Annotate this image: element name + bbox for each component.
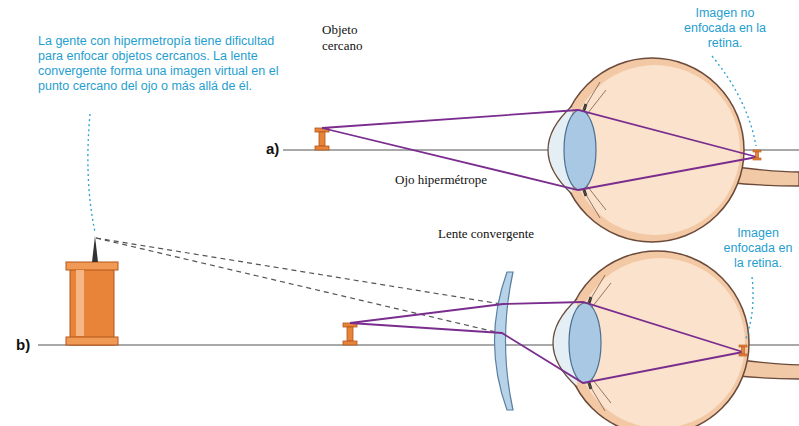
near-object xyxy=(315,128,329,150)
hyperopic-eye xyxy=(548,58,799,242)
unfocused-image xyxy=(753,150,761,160)
callout-note: Imagen no enfocada en la retina. xyxy=(684,6,766,51)
light-rays xyxy=(322,110,757,190)
near-object xyxy=(343,323,357,345)
leader-line xyxy=(745,277,753,341)
panel-letter: a) xyxy=(266,140,279,158)
callout-note: Imagen enfocada en la retina. xyxy=(722,226,794,271)
leader-line xyxy=(88,114,95,232)
corrected-eye xyxy=(553,251,799,426)
converging-lens xyxy=(495,272,514,410)
virtual-image-spool xyxy=(66,236,118,345)
eye xyxy=(553,251,799,426)
panel-letter: b) xyxy=(16,336,30,354)
explanatory-note: La gente con hipermetropía tiene dificul… xyxy=(38,34,286,94)
light-rays xyxy=(350,302,743,383)
part-name: Ojo hipermétrope xyxy=(395,172,487,188)
focused-image xyxy=(739,345,747,356)
part-name: Lente convergente xyxy=(438,226,534,242)
virtual-ray-extensions xyxy=(96,238,501,333)
leader-line xyxy=(712,56,756,146)
object-label: Objeto cercano xyxy=(322,22,384,53)
